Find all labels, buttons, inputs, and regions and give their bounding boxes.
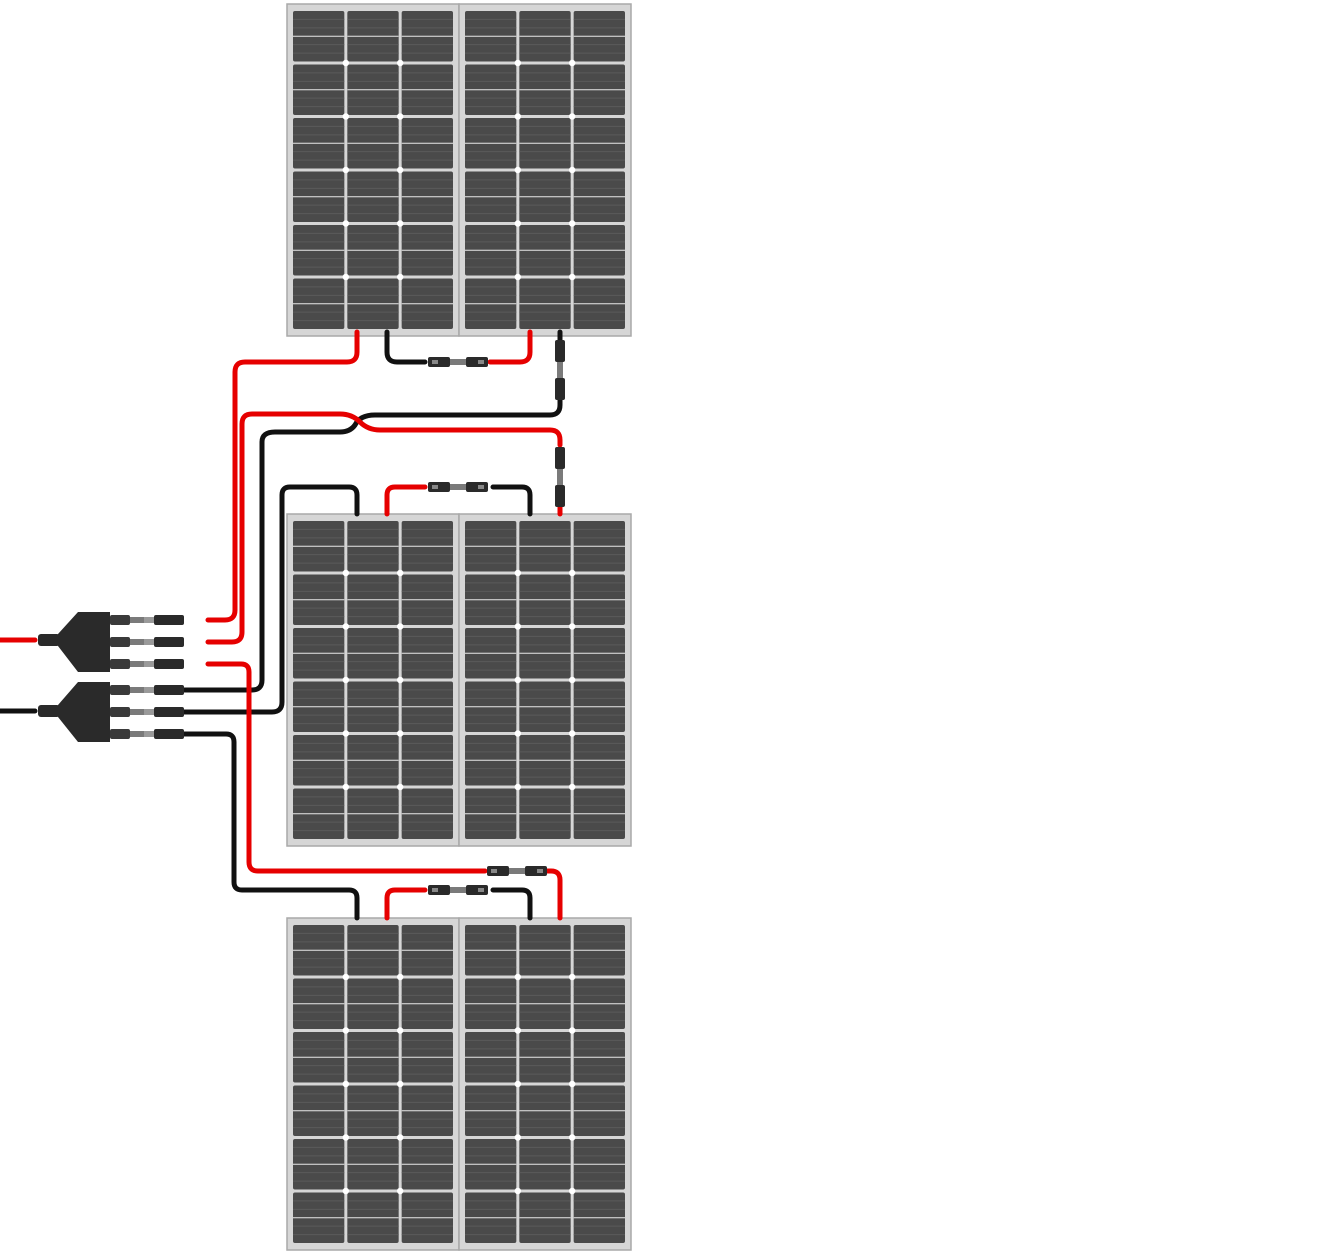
cell-dot [342, 220, 350, 227]
cell-dot [396, 569, 404, 577]
wire-top-left-positive [205, 329, 360, 623]
cell-dot [568, 1134, 576, 1141]
cell-dot [342, 59, 350, 67]
wire-bottom-left-negative [157, 731, 360, 921]
wire-middle-series-positive [384, 484, 428, 517]
cell-dot [568, 273, 576, 281]
cell-dot [514, 783, 522, 791]
cell-dot [514, 730, 522, 737]
cell-dot [342, 1080, 350, 1088]
mc4-y-branch-positive [38, 612, 184, 672]
cell-dot [342, 569, 350, 577]
solar-panel-top-right [458, 3, 632, 337]
mc4-connector-top [428, 357, 488, 367]
wire-middle-left-negative [157, 484, 360, 715]
cell-dot [396, 273, 404, 281]
cell-dot [342, 1187, 350, 1195]
cell-dot [396, 166, 404, 174]
cell-dot [568, 1080, 576, 1088]
cell-dot [342, 1134, 350, 1141]
cell-dot [514, 1027, 522, 1034]
cell-dot [568, 783, 576, 791]
mc4-connector-bottom-run [487, 866, 547, 876]
cell-dot [568, 623, 576, 630]
wire-middle-series-negative [490, 484, 533, 517]
cell-dot [342, 623, 350, 630]
cell-dot [396, 623, 404, 630]
cell-dot [514, 59, 522, 67]
wire-bottom-series-negative [490, 887, 533, 921]
cell-dot [568, 113, 576, 120]
mc4-connector-bottom [428, 885, 488, 895]
wire-bottom-positive-run [205, 661, 488, 874]
cell-dot [396, 973, 404, 981]
cell-dot [342, 973, 350, 981]
wire-top-series-negative [384, 329, 428, 365]
wire-top-right-positive-run [205, 411, 563, 645]
cell-dot [514, 1134, 522, 1141]
cell-dot [514, 273, 522, 281]
cell-dot [396, 1134, 404, 1141]
cell-dot [568, 59, 576, 67]
cell-dot [342, 676, 350, 684]
cell-dot [396, 783, 404, 791]
cell-dot [396, 676, 404, 684]
cell-dot [514, 113, 522, 120]
cell-dot [514, 973, 522, 981]
cell-dot [568, 730, 576, 737]
cell-dot [568, 973, 576, 981]
solar-panel-middle-left [286, 513, 460, 847]
solar-panel-bottom-right [458, 917, 632, 1251]
cell-dot [396, 1187, 404, 1195]
cell-dot [342, 1027, 350, 1034]
cell-dot [568, 220, 576, 227]
solar-panel-middle-right [458, 513, 632, 847]
cell-dot [514, 1080, 522, 1088]
cell-dot [396, 113, 404, 120]
wire-bottom-right-positive [542, 868, 563, 921]
wire-bottom-series-positive [384, 887, 428, 921]
cell-dot [342, 730, 350, 737]
cell-dot [396, 1080, 404, 1088]
solar-panels [286, 3, 632, 1251]
solar-panel-top-left [286, 3, 460, 337]
connectors [38, 340, 565, 895]
cell-dot [514, 623, 522, 630]
mc4-connector-middle [428, 482, 488, 492]
cell-dot [568, 569, 576, 577]
cell-dot [396, 59, 404, 67]
cell-dot [514, 166, 522, 174]
cell-dot [396, 730, 404, 737]
cell-dot [342, 113, 350, 120]
cell-dot [568, 1187, 576, 1195]
cell-dot [568, 676, 576, 684]
mc4-connector-middle-right [555, 447, 565, 507]
cell-dot [396, 1027, 404, 1034]
cell-dot [396, 220, 404, 227]
cell-dot [568, 166, 576, 174]
cell-dot [342, 273, 350, 281]
solar-panel-bottom-left [286, 917, 460, 1251]
cell-dot [342, 783, 350, 791]
cell-dot [514, 220, 522, 227]
wire-top-series-positive [487, 329, 533, 365]
cell-dot [514, 676, 522, 684]
cell-dot [514, 1187, 522, 1195]
cell-dot [568, 1027, 576, 1034]
mc4-y-branch-negative [38, 682, 184, 742]
cell-dot [342, 166, 350, 174]
mc4-connector-top-right [555, 340, 565, 400]
cell-dot [514, 569, 522, 577]
